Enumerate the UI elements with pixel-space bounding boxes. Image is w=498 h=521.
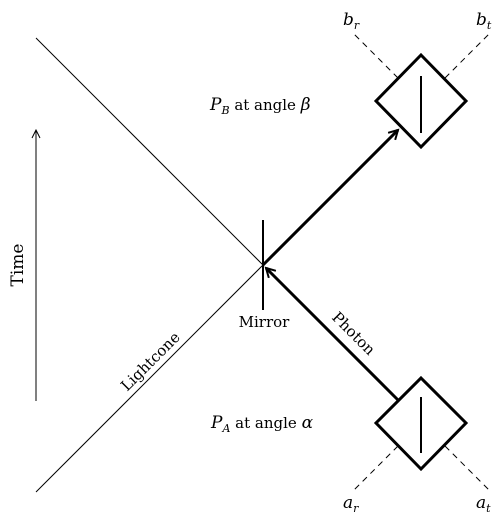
br-label: br: [343, 10, 360, 32]
output-bt-dashed: [444, 32, 491, 79]
ar-label: ar: [343, 493, 359, 515]
photon-outgoing-arrow: [261, 130, 398, 267]
output-ar-dashed: [351, 445, 399, 493]
photon-incoming-arrow: [266, 268, 400, 402]
time-label: Time: [8, 244, 28, 287]
pb-label: PB at angle β: [209, 95, 311, 117]
mirror-label: Mirror: [239, 313, 291, 331]
output-br-dashed: [353, 33, 399, 79]
pa-label: PA at angle α: [210, 413, 314, 435]
bt-label: bt: [476, 10, 492, 32]
lightcone-lower-line: [35, 264, 264, 493]
lightcone-label: Lightcone: [117, 328, 184, 395]
photon-label: Photon: [328, 308, 379, 359]
output-at-dashed: [444, 445, 492, 493]
lightcone-upper-line: [35, 37, 264, 266]
at-label: at: [476, 493, 491, 515]
